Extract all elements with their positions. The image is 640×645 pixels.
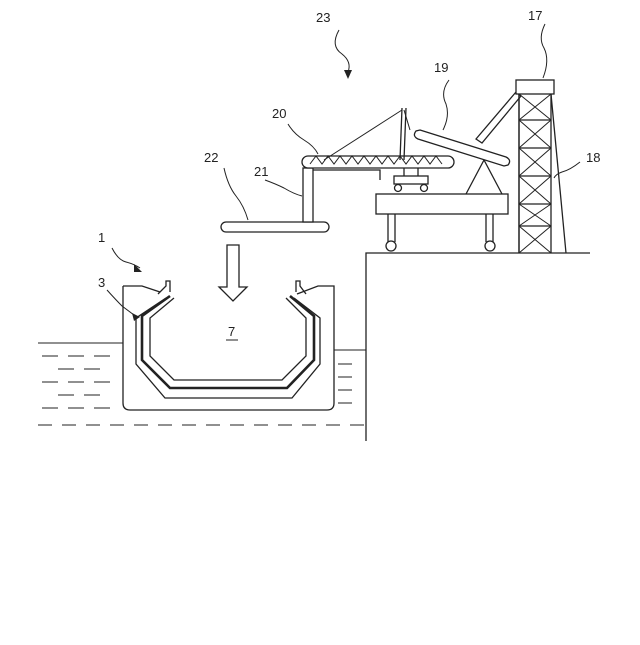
- label-inclined-conveyor: 19: [434, 60, 448, 75]
- leader-lines: [107, 24, 580, 318]
- spreader-beam: [221, 222, 329, 232]
- label-derrick-tower: 18: [586, 150, 600, 165]
- label-harbor-structure: 1: [98, 230, 105, 245]
- conveyor-mast: [400, 108, 402, 160]
- gantry-legs: [388, 214, 493, 242]
- inclined-conveyor: [414, 92, 521, 166]
- leader-arrowheads: [132, 70, 352, 321]
- conveyor-carriage: [394, 168, 428, 192]
- label-belt-conveyor: 20: [272, 106, 286, 121]
- conveyor-support-column: [303, 168, 313, 222]
- stay-cable: [324, 110, 402, 160]
- quay-wall: [366, 253, 590, 441]
- conveyor-pivot-support: [466, 160, 502, 194]
- label-interior-space: 7: [228, 324, 235, 339]
- gantry-wheels: [386, 241, 495, 251]
- belt-conveyor: [302, 156, 454, 168]
- derrick-tower: [516, 80, 566, 253]
- label-supply-system: 23: [316, 10, 330, 25]
- label-conveyor-support: 21: [254, 164, 268, 179]
- label-derrick-top: 17: [528, 8, 542, 23]
- liner-inner-wall: [150, 298, 306, 380]
- caisson-outer-left-top: [123, 286, 160, 292]
- gantry-deck: [376, 194, 508, 214]
- lowering-arrow: [219, 245, 247, 301]
- water-surface: [38, 343, 366, 350]
- gantry-arm: [313, 170, 380, 180]
- label-liner: 3: [98, 275, 105, 290]
- label-spreader: 22: [204, 150, 218, 165]
